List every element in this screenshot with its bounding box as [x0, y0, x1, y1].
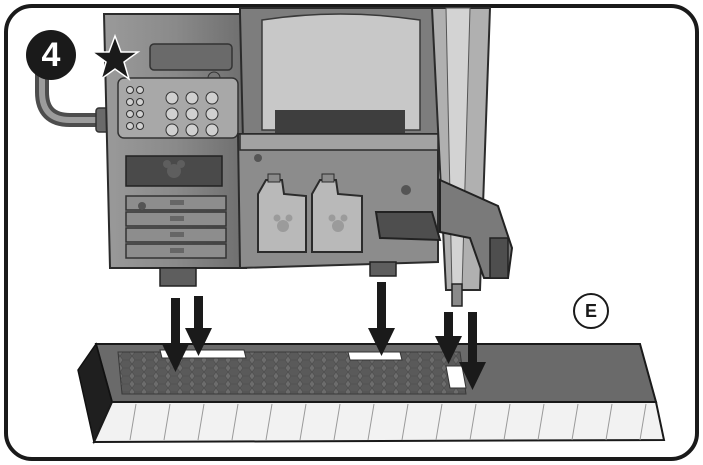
- arrow-down-icon: [459, 312, 486, 390]
- arrow-down-icon: [185, 296, 212, 356]
- arrows: [162, 282, 486, 390]
- oil-bottle-right: [311, 173, 363, 253]
- arrow-down-icon: [368, 282, 395, 356]
- tray-part-e: [77, 342, 666, 445]
- step-number-badge: 4: [26, 30, 76, 80]
- machine-body: [35, 7, 514, 307]
- star-icon: [89, 33, 141, 81]
- arrow-down-icon: [435, 312, 462, 364]
- part-label-badge: E: [573, 293, 609, 329]
- oil-bottle-left: [257, 173, 307, 253]
- arrow-down-icon: [162, 298, 189, 372]
